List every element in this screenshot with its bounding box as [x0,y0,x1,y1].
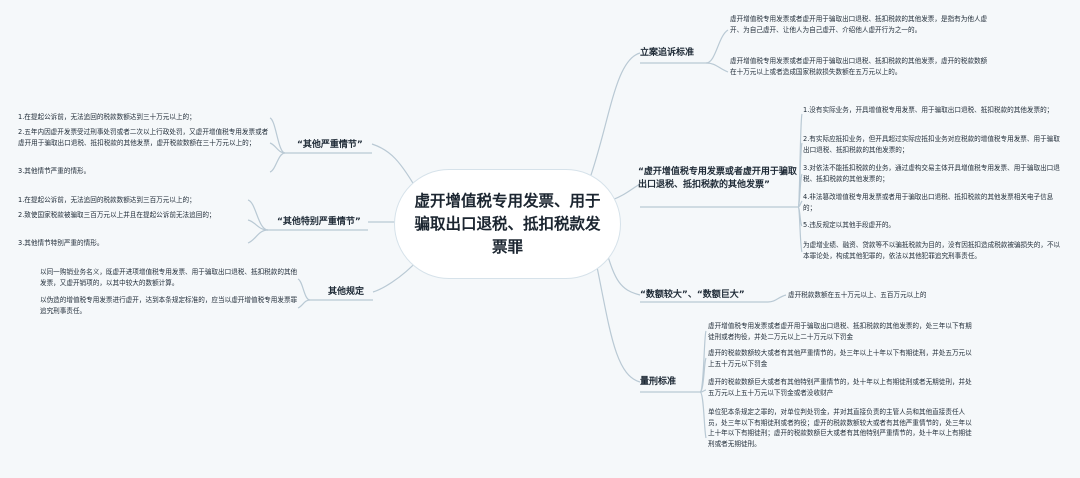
node-other-especially-serious[interactable]: “其他特别严重情节” [277,217,361,227]
serious-item-3: 3.其他情节严重的情形。 [18,167,91,175]
especially-item-2: 2.致使国家税款被骗取三百万元以上并且在提起公诉前无法追回的； [18,211,216,219]
node-amount[interactable]: “数额较大”、“数额巨大” [640,290,745,300]
node-other-provisions[interactable]: 其他规定 [328,287,365,297]
node-sentencing[interactable]: 量刑标准 [640,377,677,387]
definition-item-6: 为虚增业绩、融资、贷款等不以骗抵税款为目的，没有因抵扣造成税款被骗损失的，不以本… [803,241,1061,260]
sentencing-item-1: 虚开增值税专用发票或者虚开用于骗取出口退税、抵扣税款的其他发票的，处三年以下有期… [708,322,972,341]
definition-item-5: 5.违反规定以其他手段虚开的。 [803,221,896,229]
definition-item-1: 1.没有实际业务，开具增值税专用发票、用于骗取出口退税、抵扣税款的其他发票的； [803,106,1054,114]
serious-item-1: 1.在提起公诉前，无法追回的税款数额达到三十万元以上的； [18,113,196,121]
serious-item-2: 2.五年内因虚开发票受过刑事处罚或者二次以上行政处罚，又虚开增值税专用发票或者虚… [18,128,269,147]
other-item-1: 以同一购销业务名义，既虚开进项增值税专用发票、用于骗取出口退税、抵扣税款的其他发… [40,268,298,287]
filing-item-2: 虚开增值税专用发票或者虚开用于骗取出口退税、抵扣税款的其他发票，虚开的税款数额在… [730,57,988,76]
sentencing-item-4: 单位犯本条规定之罪的，对单位判处罚金，并对其直接负责的主管人员和其他直接责任人员… [708,408,972,448]
node-definition[interactable]: “虚开增值税专用发票或者虚开用于骗取出口退税、抵扣税款的其他发票” [638,167,797,190]
especially-item-1: 1.在提起公诉前，无法追回的税款数额达到三百万元以上的； [18,196,196,204]
filing-item-1: 虚开增值税专用发票或者虚开用于骗取出口退税、抵扣税款的其他发票，是指有为他人虚开… [730,15,988,34]
node-other-serious[interactable]: “其他严重情节” [297,140,363,150]
amount-item-1: 虚开税款数额在五十万元以上、五百万元以上的 [788,291,927,299]
sentencing-item-2: 虚开的税款数额较大或者有其他严重情节的，处三年以上十年以下有期徒刑，并处五万元以… [708,349,972,368]
node-filing-standard[interactable]: 立案追诉标准 [640,48,695,58]
other-item-2: 以伪造的增值税专用发票进行虚开，达到本条规定标准的，应当以虚开增值税专用发票罪追… [40,296,298,315]
definition-item-3: 3.对依法不能抵扣税款的业务，通过虚构交易主体开具增值税专用发票、用于骗取出口退… [803,164,1060,183]
central-topic[interactable]: 虚开增值税专用发票、用于骗取出口退税、抵扣税款发票罪 [395,170,620,278]
sentencing-item-3: 虚开的税款数额巨大或者有其他特别严重情节的，处十年以上有期徒刑或者无期徒刑，并处… [708,378,972,397]
definition-item-2: 2.有实际应抵扣业务，但开具超过实际应抵扣业务对应税款的增值税专用发票、用于骗取… [803,135,1060,154]
definition-item-4: 4.非法篡改增值税专用发票或者用于骗取出口退税、抵扣税款的其他发票相关电子信息的… [803,193,1054,212]
central-topic-label: 虚开增值税专用发票、用于骗取出口退税、抵扣税款发票罪 [414,191,601,256]
especially-item-3: 3.其他情节特别严重的情形。 [18,239,104,247]
